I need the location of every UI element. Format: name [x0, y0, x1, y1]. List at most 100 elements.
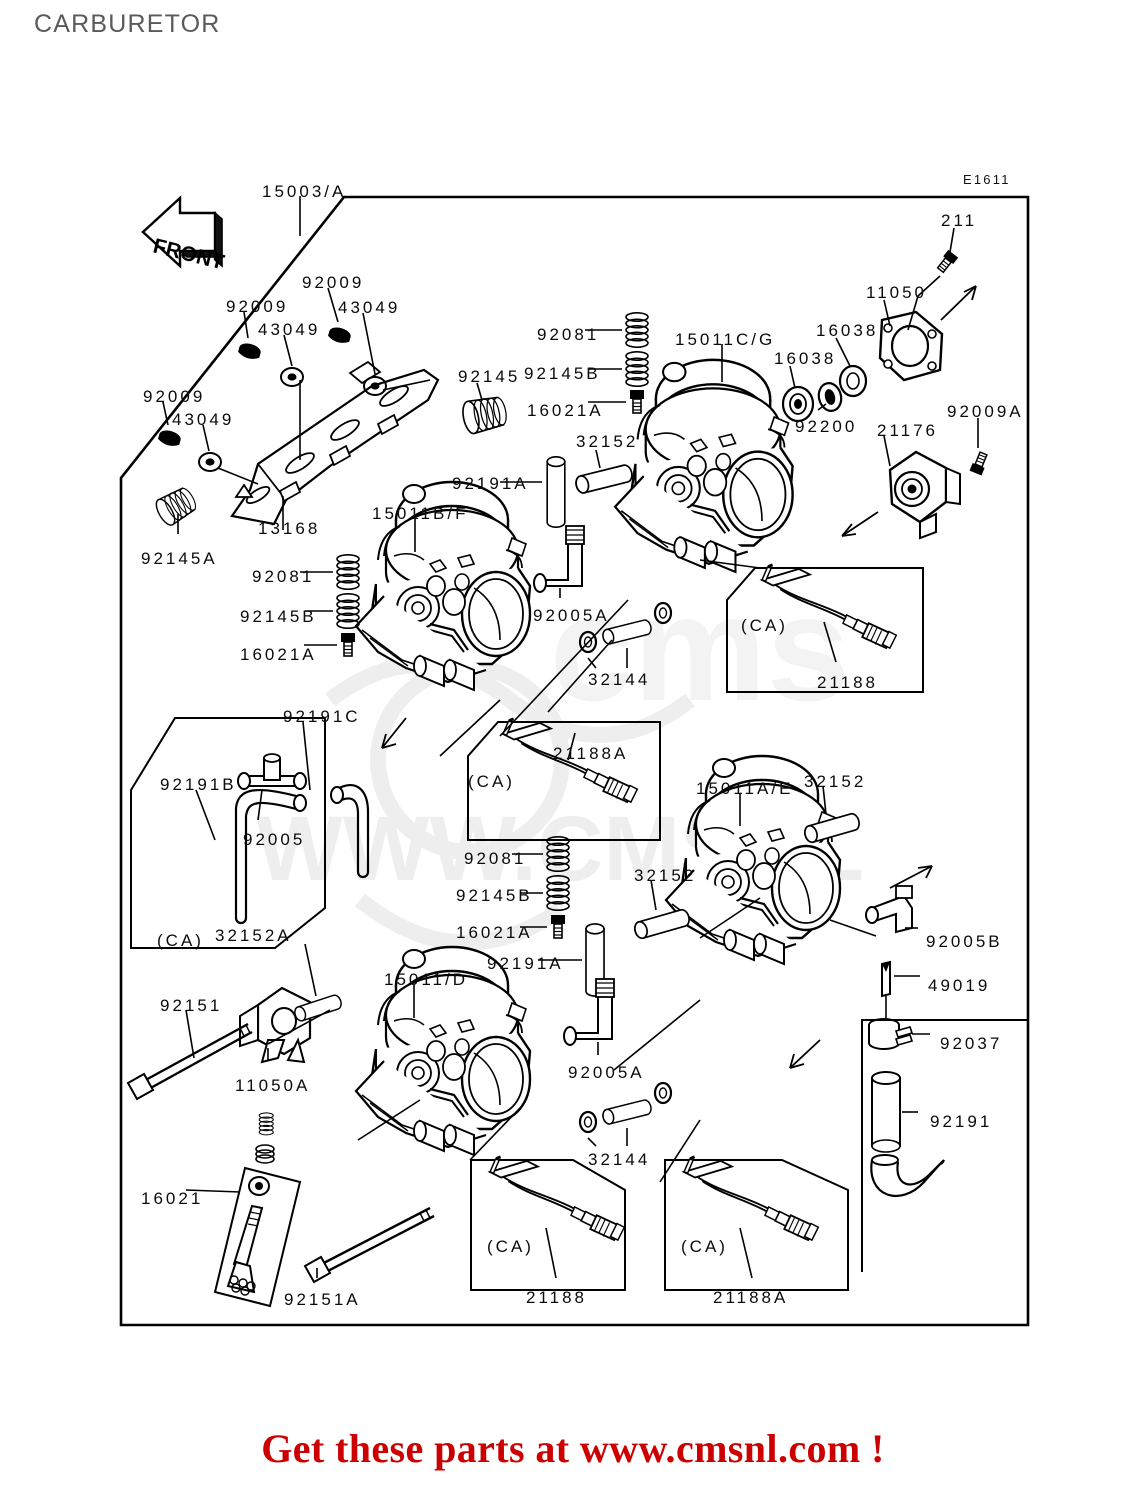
- part-callout-92145b: 92145B: [456, 886, 533, 905]
- part-callout-21188a: 21188A: [713, 1288, 789, 1307]
- leader-lines-fasteners: [162, 287, 431, 530]
- part-callout-92191c: 92191C: [283, 707, 361, 726]
- part-callout-21188a: 21188A: [553, 744, 629, 763]
- front-arrow-icon: FRONT: [141, 195, 227, 274]
- part-92191-hose: [870, 1071, 945, 1198]
- part-callout-15011ae: 15011A/E: [696, 779, 794, 798]
- part-callout-16021a: 16021A: [527, 401, 604, 420]
- part-callout-21188: 21188: [526, 1288, 588, 1307]
- part-callout-ca: (CA): [487, 1237, 534, 1256]
- part-92009A-screw: [968, 450, 991, 477]
- subbox-16021: [185, 1112, 302, 1308]
- part-callout-ca: (CA): [741, 616, 788, 635]
- assembly-arrows: [381, 717, 933, 1069]
- reference-code: E1611: [963, 172, 1011, 187]
- part-callout-92145a: 92145A: [141, 549, 218, 568]
- part-callout-43049: 43049: [258, 320, 321, 339]
- part-92005-tee: [237, 753, 307, 790]
- part-callout-15011bf: 15011B/F: [372, 504, 469, 523]
- part-callout-92145b: 92145B: [240, 607, 317, 626]
- subbox-ca-21188-mid: [726, 562, 924, 693]
- part-callout-92009: 92009: [302, 273, 365, 292]
- part-callout-ca: (CA): [468, 772, 515, 791]
- fastener-stack-bf: [300, 553, 360, 657]
- part-callout-92200: 92200: [795, 417, 858, 436]
- part-callout-92191: 92191: [930, 1112, 993, 1131]
- part-32152-ae-left: [632, 907, 692, 941]
- part-92145: [459, 393, 510, 436]
- part-callout-32152: 32152: [804, 772, 867, 791]
- fastener-stack-cg: [585, 311, 649, 414]
- part-92005B-elbow: [865, 885, 913, 934]
- part-callout-92191b: 92191B: [160, 775, 237, 794]
- fastener-stack-d: [512, 835, 570, 939]
- diagram-outer-frame: [119, 195, 1030, 1327]
- part-callout-92081: 92081: [537, 325, 600, 344]
- part-callout-92191a: 92191A: [452, 474, 529, 493]
- subbox-ca-21188A-bottom: [664, 1154, 849, 1291]
- part-callout-16038: 16038: [774, 349, 837, 368]
- part-callout-92081: 92081: [464, 849, 527, 868]
- part-callout-15003a: 15003/A: [262, 182, 347, 201]
- part-callout-92145: 92145: [458, 367, 521, 386]
- part-callout-16021a: 16021A: [456, 923, 533, 942]
- part-callout-92145b: 92145B: [524, 364, 601, 383]
- part-callout-32144: 32144: [588, 670, 651, 689]
- subbox-right-hose: [861, 1019, 1028, 1272]
- part-92005A-d: [563, 978, 615, 1046]
- part-callout-16021a: 16021A: [240, 645, 317, 664]
- part-11050A-lever: [239, 986, 312, 1064]
- part-92151A-rod: [303, 1206, 435, 1284]
- part-callout-21188: 21188: [817, 673, 879, 692]
- part-callout-32152: 32152: [634, 866, 697, 885]
- part-21176-sensor: [888, 450, 961, 540]
- part-49019-filter: [881, 960, 891, 998]
- page-title: CARBURETOR: [34, 10, 221, 38]
- subbox-ca-hoses: [130, 717, 370, 949]
- part-92191A-upper: [546, 455, 566, 529]
- part-callout-92151: 92151: [160, 996, 223, 1015]
- part-211-screw: [934, 249, 959, 275]
- part-callout-92009a: 92009A: [947, 402, 1024, 421]
- diagram-canvas: WWW.CMSNL cms FRONT: [119, 195, 1030, 1327]
- part-92151-rod: [126, 1022, 253, 1101]
- part-92037-clamp: [868, 1018, 914, 1050]
- part-callout-15011d: 15011/D: [384, 970, 469, 989]
- part-callout-16021: 16021: [141, 1189, 204, 1208]
- part-callout-92005: 92005: [243, 830, 306, 849]
- assembly-arrow-cg: [841, 285, 977, 537]
- part-callout-21176: 21176: [877, 421, 939, 440]
- svg-text:cms: cms: [550, 564, 850, 732]
- part-callout-13168: 13168: [258, 519, 321, 538]
- part-callout-32152: 32152: [576, 432, 639, 451]
- part-callout-ca: (CA): [157, 931, 204, 950]
- part-callout-92081: 92081: [252, 567, 315, 586]
- part-callout-92005b: 92005B: [926, 932, 1003, 951]
- part-callout-32144: 32144: [588, 1150, 651, 1169]
- part-32152-cg: [573, 462, 635, 496]
- part-92145A: [151, 483, 201, 529]
- part-callout-15011cg: 15011C/G: [675, 330, 776, 349]
- part-callout-43049: 43049: [172, 410, 235, 429]
- parts-diagram: WWW.CMSNL cms FRONT: [119, 172, 1030, 1327]
- part-11050-bracket: [878, 299, 944, 382]
- part-32144-d: [578, 1081, 673, 1147]
- part-callout-11050a: 11050A: [235, 1076, 311, 1095]
- part-callout-92009: 92009: [143, 387, 206, 406]
- part-callout-ca: (CA): [681, 1237, 728, 1256]
- part-callout-11050: 11050: [866, 283, 928, 302]
- subbox-ca-21188A-mid: [467, 716, 661, 841]
- part-callout-32152a: 32152A: [215, 926, 292, 945]
- part-callout-92191a: 92191A: [487, 954, 564, 973]
- part-callout-92151a: 92151A: [284, 1290, 361, 1309]
- part-callout-211: 211: [941, 211, 978, 230]
- part-callout-43049: 43049: [338, 298, 401, 317]
- bearing-group-cg: [781, 337, 868, 423]
- footer-promo-text: Get these parts at www.cmsnl.com !: [261, 1426, 885, 1471]
- part-callout-49019: 49019: [928, 976, 991, 995]
- part-callout-92009: 92009: [226, 297, 289, 316]
- assembly-leader-lines: [267, 559, 877, 1183]
- part-callout-92005a: 92005A: [568, 1063, 645, 1082]
- subbox-ca-21188-bottom: [470, 1154, 626, 1291]
- part-callout-92005a: 92005A: [533, 606, 610, 625]
